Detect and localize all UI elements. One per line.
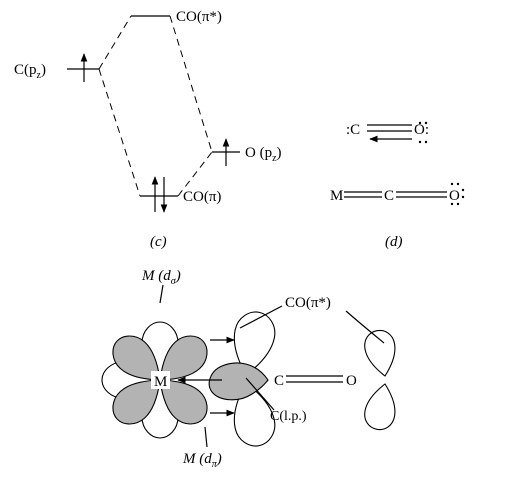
leader-co-pi-star-c (239, 305, 283, 329)
c-lone-pair-lobe (208, 362, 269, 401)
orbital-overlap-picture: M C O M (dσ) CO(π*) C(l.p.) M (dπ) (101, 268, 396, 470)
o-pz-label: O (pz) (245, 145, 282, 164)
d-pi-lobe-upper-right (159, 335, 208, 381)
co-pi-star-label: CO(π*) (176, 9, 222, 25)
o-lone-pair-dot (456, 202, 460, 206)
mco-m-atom: M (330, 188, 343, 204)
d-pi-lobe-lower-left (112, 379, 161, 425)
co-o-atom: O: (414, 122, 429, 138)
co-c-atom: :C (346, 122, 360, 138)
c-lone-pair-label: C(l.p.) (270, 409, 307, 424)
c-pz-label: C(pz) (14, 62, 46, 81)
d-pi-lobe-upper-left (112, 335, 161, 381)
m-dsigma-label: M (dσ) (141, 268, 181, 287)
co-pi-star-bottom-label: CO(π*) (285, 295, 331, 311)
metal-center-label: M (154, 374, 167, 390)
d-pi-lobe-lower-right (159, 379, 208, 425)
o-lone-pair-dot (450, 182, 454, 186)
co-pi-label: CO(π) (183, 189, 221, 205)
o-lone-pair-dot (456, 182, 460, 186)
o-lone-pair-dot (424, 121, 428, 125)
leader-d-pi (204, 426, 208, 448)
leader-c-lone-pair (245, 377, 275, 411)
dash-cpz-to-pi (98, 68, 141, 197)
dash-cpz-to-pistar (98, 15, 132, 70)
co-pi-star-lobe-o-top (364, 329, 396, 377)
o-lone-pair-dot (418, 140, 422, 144)
o-lone-pair-dot (461, 188, 465, 192)
leader-d-sigma (159, 284, 164, 304)
carbon-atom-label: C (274, 373, 284, 389)
panel-d-lewis-structures: :C O: M C O (d) (330, 121, 465, 250)
mco-o-atom: O (449, 188, 460, 204)
co-pi-star-lobe-o-bottom (364, 383, 396, 431)
panel-c-energy-diagram: C(pz) CO(π*) O (pz) CO(π) (c) (14, 9, 282, 250)
leader-co-pi-star-o (345, 310, 385, 344)
mco-c-atom: C (384, 188, 394, 204)
o-lone-pair-dot (450, 202, 454, 206)
o-lone-pair-dot (461, 195, 465, 199)
panel-c-label: (c) (150, 234, 167, 250)
panel-d-label: (d) (385, 234, 403, 250)
oxygen-atom-label: O (346, 373, 357, 389)
m-center-bg (151, 371, 170, 389)
dash-opz-to-pistar (169, 15, 213, 153)
o-atom-bg (345, 370, 360, 388)
c-atom-bg (272, 371, 286, 388)
o-lone-pair-dot (418, 121, 422, 125)
o-lone-pair-dot (424, 140, 428, 144)
m-dpi-label: M (dπ) (182, 451, 222, 470)
dash-opz-to-pi (177, 151, 213, 197)
co-pi-star-lobe-c-bottom (233, 382, 276, 447)
